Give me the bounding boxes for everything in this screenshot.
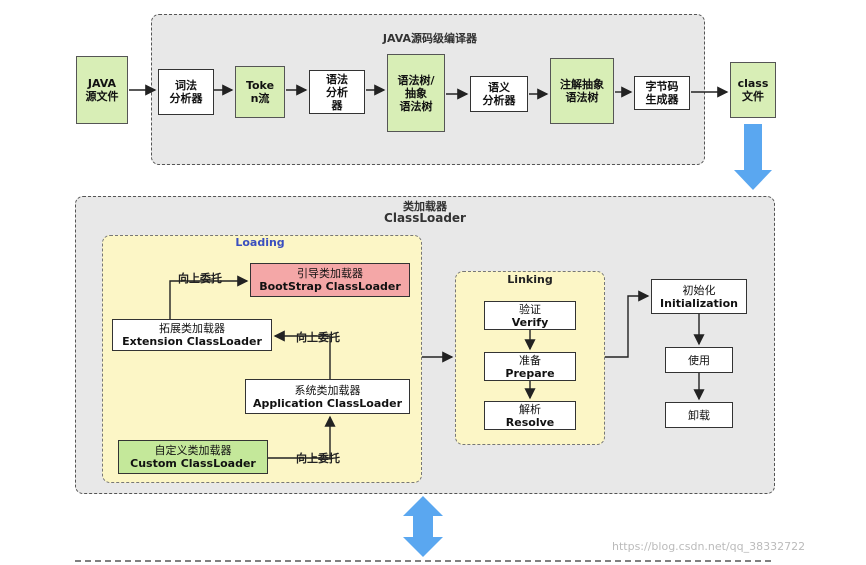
- arrow-application-to-extension: [273, 330, 331, 379]
- arrow-linking-to-init: [605, 290, 650, 358]
- semantic-analyzer-box: 语义分析器: [470, 76, 528, 112]
- use-box: 使用: [665, 347, 733, 373]
- compiler-title: JAVA源码级编译器: [382, 32, 478, 45]
- delegate-label-middle: 向上委托: [296, 331, 340, 344]
- arrow-custom-to-application: [268, 415, 336, 459]
- ast-doc: 语法树/抽象语法树: [387, 54, 445, 132]
- loading-title: Loading: [235, 236, 285, 249]
- classloader-title-cn: 类加载器: [403, 200, 447, 213]
- delegate-label-top: 向上委托: [178, 272, 222, 285]
- blue-arrow-down: [734, 124, 772, 190]
- watermark: https://blog.csdn.net/qq_38332722: [612, 540, 806, 553]
- annotated-ast-doc: 注解抽象语法树: [550, 58, 614, 124]
- parser-box: 语法分析器: [309, 70, 365, 114]
- arrow-extension-to-bootstrap: [169, 275, 249, 319]
- linking-title: Linking: [507, 273, 553, 286]
- lexer-box: 词法分析器: [158, 69, 214, 115]
- unload-box: 卸载: [665, 402, 733, 428]
- classloader-title-en: ClassLoader: [384, 211, 466, 225]
- blue-arrow-bidirectional: [403, 496, 443, 557]
- bytecode-generator-box: 字节码生成器: [634, 76, 690, 110]
